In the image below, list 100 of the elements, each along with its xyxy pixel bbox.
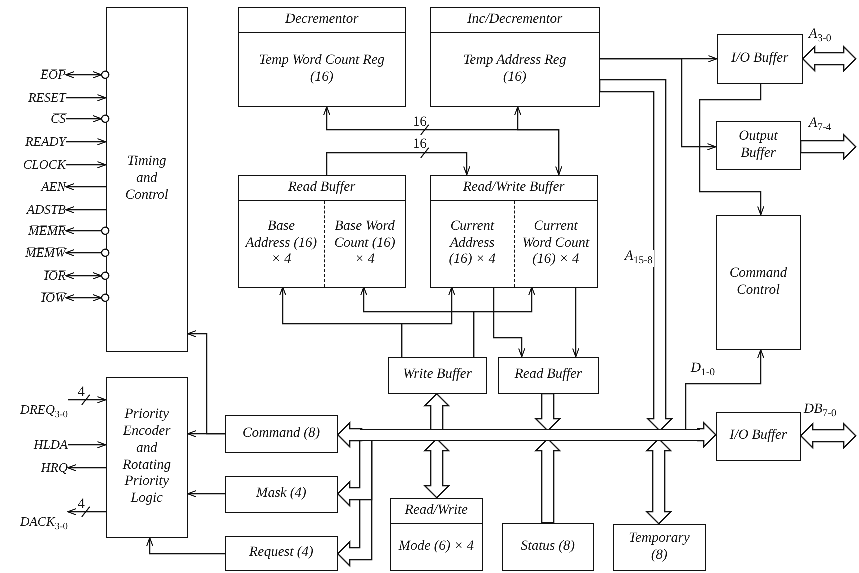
buffer-block <box>716 121 801 170</box>
block-label: I/O Buffer <box>731 50 789 68</box>
arrow <box>65 71 102 79</box>
arrow <box>66 94 107 102</box>
register-group-block <box>238 175 406 288</box>
block-heading: Decrementor <box>239 8 405 33</box>
signal-label: E̅O̅P̅ <box>0 66 66 84</box>
buffer-block <box>498 357 599 394</box>
block-label: Write Buffer <box>403 367 472 384</box>
bus-width-label: 4 <box>77 386 86 400</box>
control-block <box>716 215 801 350</box>
block-heading: Inc/Decrementor <box>431 8 599 33</box>
bus-arrow <box>423 438 451 499</box>
block-label: Command Control <box>728 266 788 300</box>
block-label: Status (8) <box>520 538 576 556</box>
block-label: Temp Address Reg (16) <box>462 52 568 86</box>
block-heading: Read/Write <box>391 499 482 524</box>
arrow <box>65 206 106 214</box>
connector-arrow <box>685 349 765 429</box>
block-label: Current Word Count (16) × 4 <box>521 218 591 270</box>
signal-label: CLOCK <box>0 156 66 174</box>
block-label: Request (4) <box>249 545 314 562</box>
connector-arrow <box>514 106 560 175</box>
signal-label: ADSTB <box>0 201 66 219</box>
bus-arrow <box>800 133 857 161</box>
arrow <box>65 183 106 191</box>
bus-width-label: 16 <box>412 138 428 152</box>
arrow <box>66 138 107 146</box>
arrow <box>572 287 580 358</box>
arrow <box>68 396 107 404</box>
register-block <box>430 7 600 107</box>
block-label: Mask (4) <box>256 486 307 503</box>
edge-label: A$_{15-8}$ <box>624 250 654 268</box>
connector-arrow <box>326 152 471 176</box>
register-block <box>502 523 594 571</box>
signal-label: I̅O̅W̅ <box>0 289 66 307</box>
signal-label: DACK$_{3-0}$ <box>4 513 68 533</box>
arrow <box>68 441 107 449</box>
bus-arrow <box>337 438 373 508</box>
connector-arrow <box>493 287 526 358</box>
arrow <box>65 272 102 280</box>
buffer-block <box>717 34 803 84</box>
signal-label: AEN <box>0 178 66 196</box>
register-block <box>390 498 483 571</box>
arrow <box>67 508 106 516</box>
bus-arrow <box>534 438 562 524</box>
block-label: Current Address (16) × 4 <box>448 218 497 270</box>
register-group-block <box>430 175 598 288</box>
bus-arrow <box>599 79 674 432</box>
arrow <box>65 294 102 302</box>
connector-arrow <box>699 84 765 216</box>
signal-label: M̅E̅M̅R̅ <box>0 222 66 240</box>
arrow <box>66 115 102 123</box>
block-label: Base Address (16) × 4 <box>245 218 318 270</box>
signal-label: I̅O̅R̅ <box>0 267 66 285</box>
connector-arrow <box>473 286 536 357</box>
bus-width-label: 4 <box>77 498 86 512</box>
arrow <box>65 249 102 257</box>
signal-label: RESET <box>0 89 66 107</box>
signal-label: DREQ$_{3-0}$ <box>4 401 68 421</box>
block-label: Timing and Control <box>124 154 170 205</box>
connector-arrow <box>401 286 456 357</box>
block-label: Temp Word Count Reg (16) <box>258 52 386 86</box>
bus-width-label: 16 <box>412 116 428 130</box>
bus-arrow <box>800 422 857 450</box>
buffer-block <box>388 357 487 394</box>
bus-arrow <box>802 45 857 73</box>
arrow <box>67 464 106 472</box>
bus-arrow <box>534 393 562 432</box>
bus-arrow <box>423 393 451 432</box>
register-block <box>613 524 706 571</box>
arrow <box>187 490 225 498</box>
signal-label: M̅E̅M̅W̅ <box>0 244 66 262</box>
register-block <box>225 476 338 513</box>
block-label: Priority Encoder and Rotating Priority Logic <box>122 407 172 508</box>
arrow <box>65 227 102 235</box>
register-block <box>225 415 338 453</box>
arrow <box>187 430 225 438</box>
timing-control-block <box>106 7 188 352</box>
block-label: Temporary (8) <box>628 530 691 564</box>
block-label: I/O Buffer <box>730 428 788 445</box>
signal-label: READY <box>0 133 66 151</box>
block-label: Mode (6) × 4 <box>398 538 474 556</box>
block-label: Read Buffer <box>514 367 582 384</box>
connector-arrow <box>600 58 717 151</box>
buffer-block <box>716 412 801 461</box>
register-block <box>238 7 406 107</box>
block-heading: Read Buffer <box>239 176 405 201</box>
bus-arrow <box>645 438 673 525</box>
signal-label: HRQ <box>4 459 68 477</box>
connector-arrow <box>146 537 225 555</box>
register-block <box>225 536 338 571</box>
block-label: Base Word Count (16) × 4 <box>333 218 397 270</box>
signal-label: C̅S̅ <box>0 110 66 128</box>
block-heading: Read/Write Buffer <box>431 176 597 201</box>
block-label: Output Buffer <box>738 128 780 162</box>
connector-arrow <box>323 106 563 176</box>
block-label: Command (8) <box>242 426 320 442</box>
priority-logic-block <box>106 377 188 538</box>
arrow <box>66 161 107 169</box>
